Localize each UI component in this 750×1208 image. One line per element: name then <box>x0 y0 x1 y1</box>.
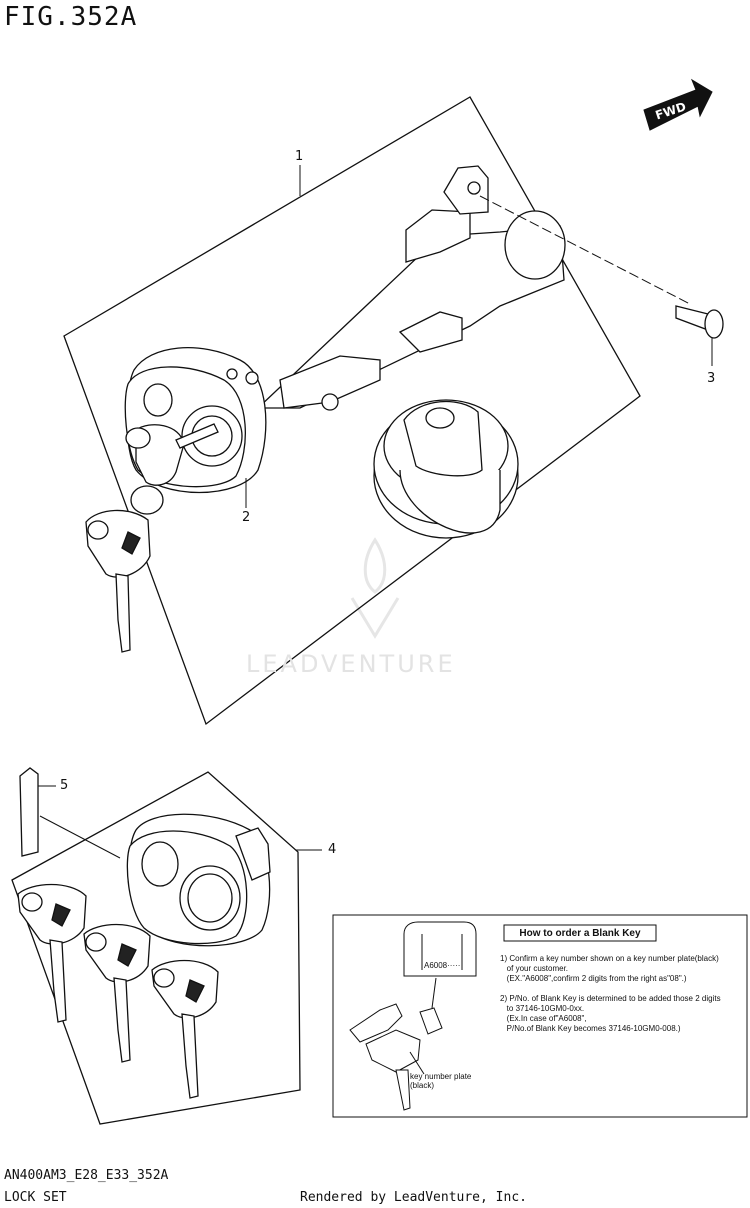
keys-set <box>17 883 219 1099</box>
key-plate-number: A6008····· <box>424 961 461 970</box>
info-title: How to order a Blank Key <box>519 928 641 939</box>
part-name: LOCK SET <box>4 1190 67 1205</box>
key-blank-bar <box>19 767 39 857</box>
callout-1[interactable]: 1 <box>295 149 304 164</box>
group-1-frame <box>63 96 641 726</box>
callout-2[interactable]: 2 <box>242 510 251 525</box>
group-4-frame <box>11 771 301 1125</box>
callout-4[interactable]: 4 <box>328 842 337 857</box>
key-plate-label: key number plate (black) <box>410 1072 472 1090</box>
screw <box>675 305 724 339</box>
key-plate-illustration <box>349 921 477 1111</box>
key-in-ignition <box>125 423 219 515</box>
rendered-by: Rendered by LeadVenture, Inc. <box>300 1190 527 1205</box>
info-step-2: 2) P/No. of Blank Key is determined to b… <box>500 994 721 1033</box>
fuel-cap <box>373 399 519 539</box>
spare-key <box>85 509 151 653</box>
figure-code: AN400AM3_E28_E33_352A <box>4 1168 169 1183</box>
watermark-text: LEADVENTURE <box>246 650 456 678</box>
ignition-switch <box>124 165 566 494</box>
fwd-arrow-icon <box>643 78 713 131</box>
callout-3[interactable]: 3 <box>707 371 716 386</box>
callout-5[interactable]: 5 <box>60 778 69 793</box>
info-step-1: 1) Confirm a key number shown on a key n… <box>500 954 719 983</box>
watermark-logo-icon <box>350 537 400 639</box>
info-title-box <box>503 924 657 942</box>
figure-title: FIG.352A <box>4 2 138 32</box>
seat-lock <box>126 813 271 947</box>
